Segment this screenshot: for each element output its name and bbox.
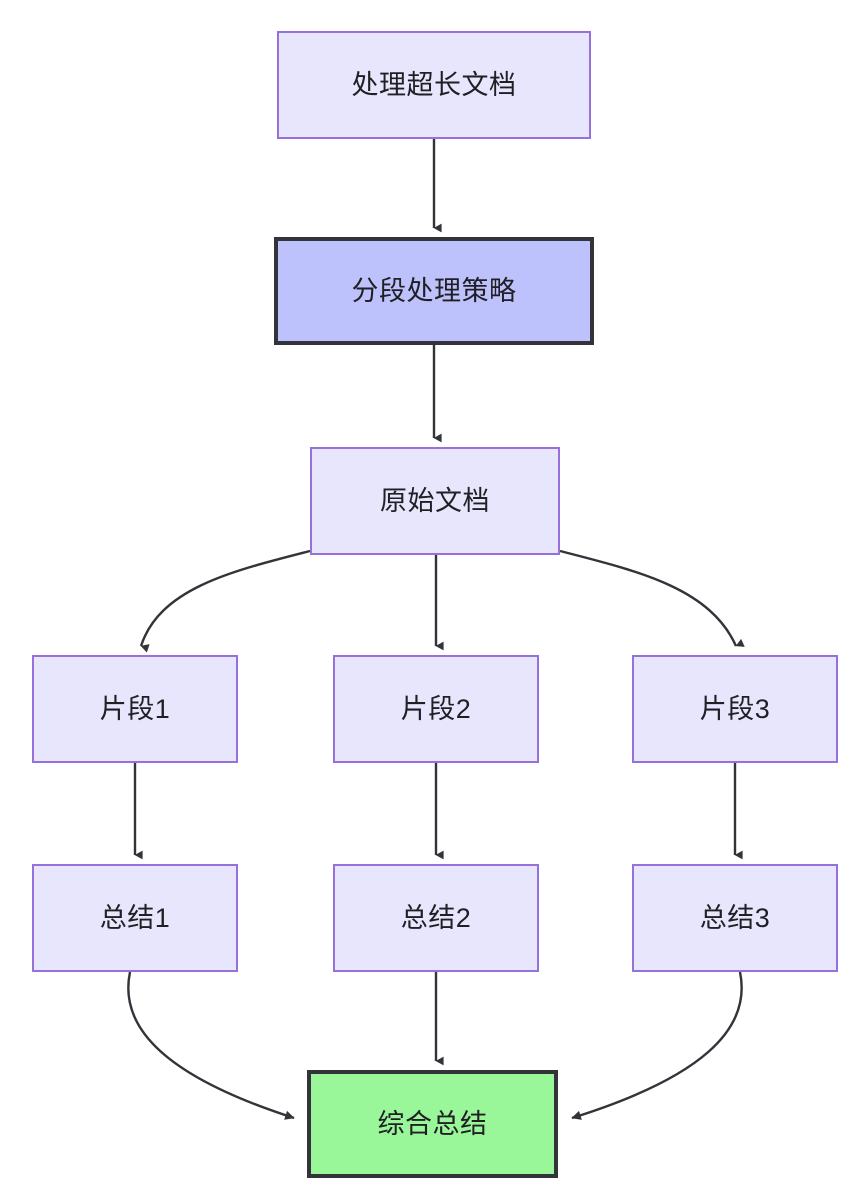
- node-label: 片段3: [699, 693, 771, 724]
- node-label: 原始文档: [380, 485, 490, 516]
- node-summary-3[interactable]: 总结3: [632, 864, 838, 972]
- node-summary-2[interactable]: 总结2: [333, 864, 539, 972]
- node-label: 综合总结: [377, 1108, 488, 1139]
- node-chunking-strategy[interactable]: 分段处理策略: [274, 237, 594, 345]
- node-summary-1[interactable]: 总结1: [32, 864, 238, 972]
- node-chunk-1[interactable]: 片段1: [32, 655, 238, 763]
- node-chunk-3[interactable]: 片段3: [632, 655, 838, 763]
- node-label: 总结3: [699, 902, 771, 933]
- node-process-long-document[interactable]: 处理超长文档: [277, 31, 591, 139]
- node-label: 分段处理策略: [351, 275, 517, 306]
- edge-original-to-chunk1: [139, 549, 311, 653]
- edge-summary3-to-final: [571, 971, 743, 1120]
- node-chunk-2[interactable]: 片段2: [333, 655, 539, 763]
- node-label: 片段2: [400, 693, 472, 724]
- node-label: 总结2: [400, 902, 472, 933]
- edge-original-to-chunk3: [559, 549, 745, 647]
- node-label: 总结1: [99, 902, 171, 933]
- node-label: 处理超长文档: [351, 69, 517, 100]
- node-label: 片段1: [99, 693, 171, 724]
- node-original-document[interactable]: 原始文档: [310, 447, 560, 555]
- node-combined-summary[interactable]: 综合总结: [307, 1070, 558, 1178]
- edge-summary1-to-final: [127, 971, 295, 1120]
